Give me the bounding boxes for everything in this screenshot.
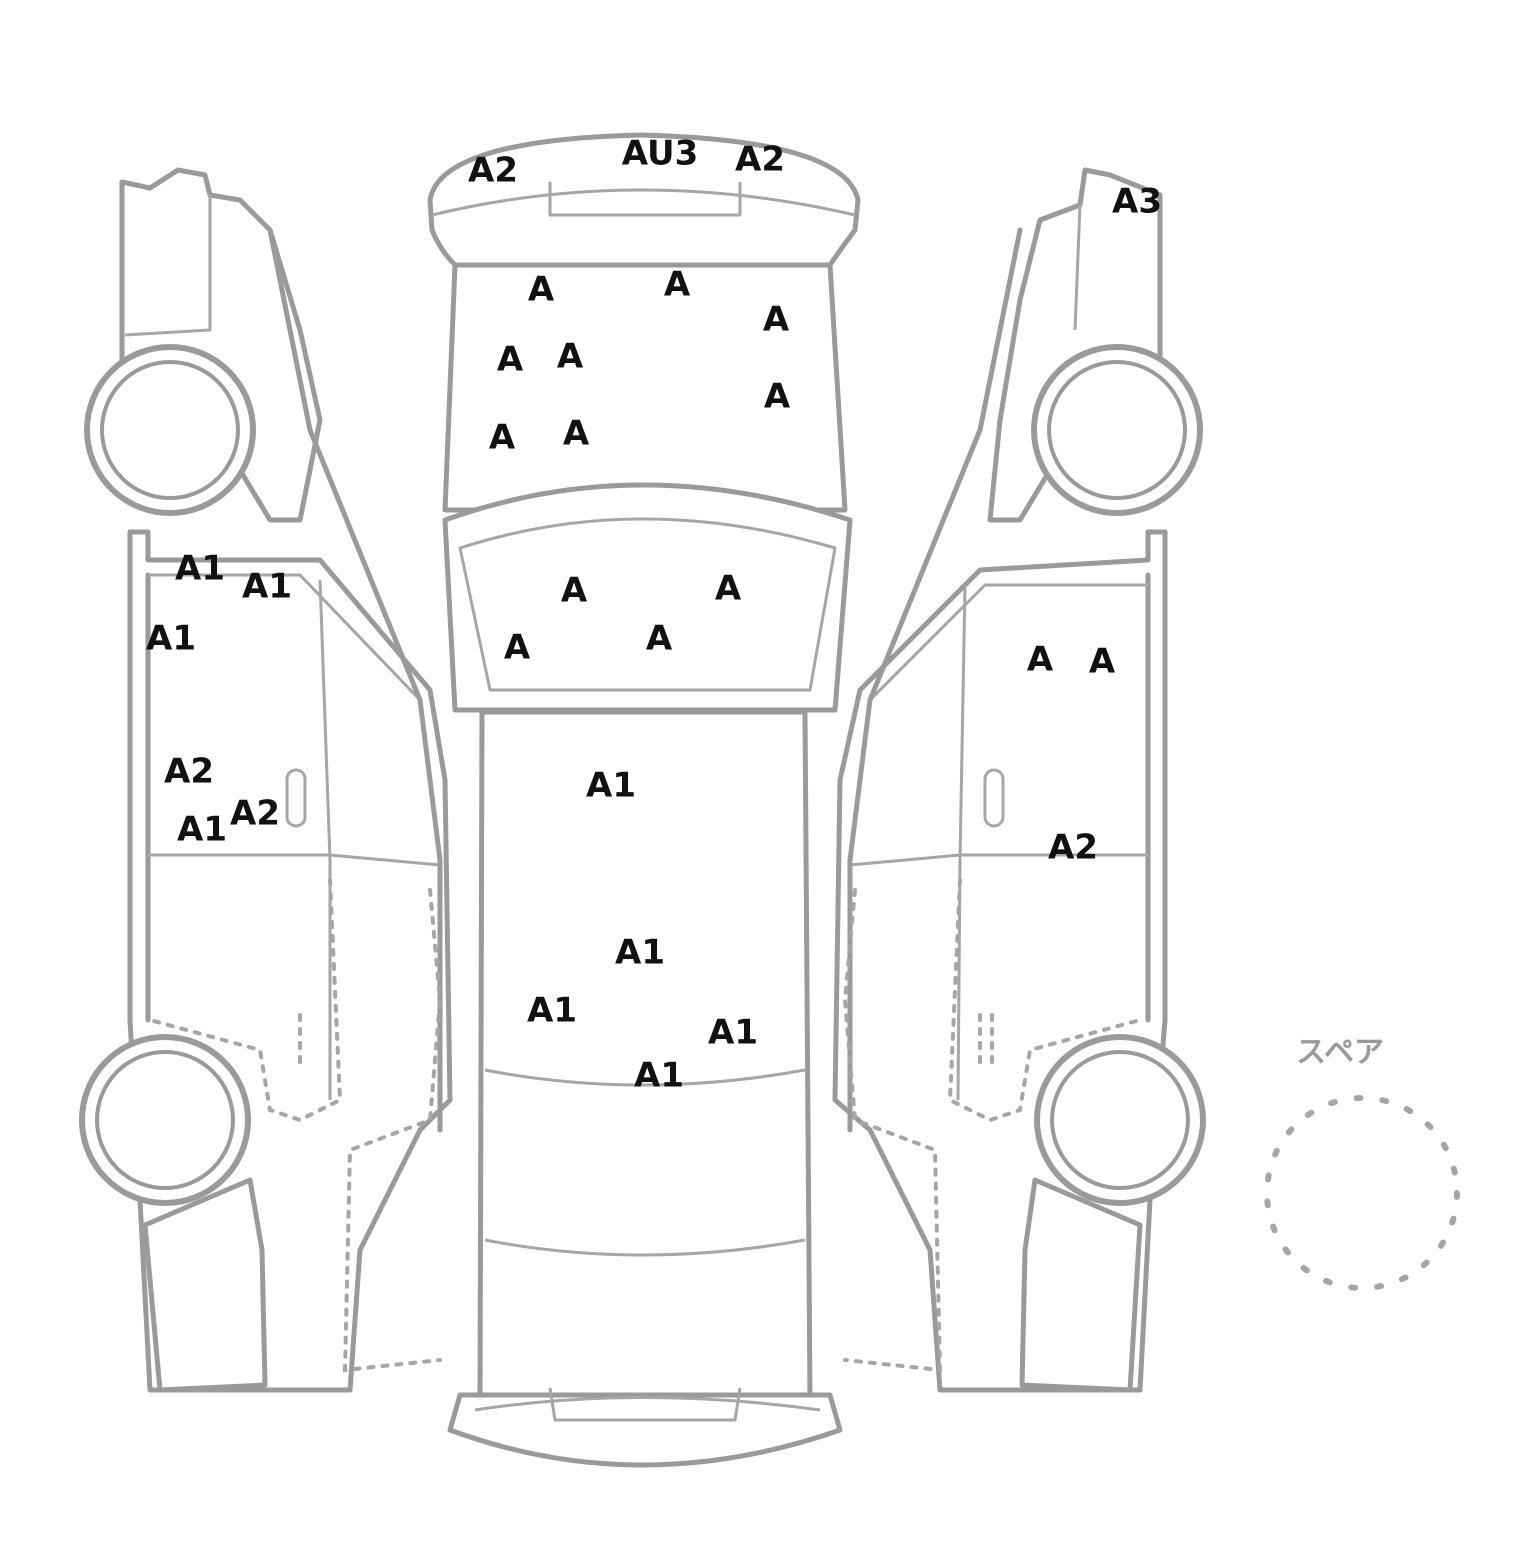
- spare-tire: スペア: [1264, 1035, 1460, 1291]
- damage-mark: A: [763, 300, 790, 340]
- damage-mark: A: [557, 337, 584, 377]
- damage-mark: AU3: [622, 134, 699, 174]
- left-rear-fender: [142, 1177, 268, 1393]
- damage-mark: A1: [708, 1013, 758, 1053]
- damage-mark: A: [561, 571, 588, 611]
- damage-mark: A1: [586, 766, 636, 806]
- damage-mark: A: [664, 265, 691, 305]
- damage-mark: A: [1027, 640, 1054, 680]
- spare-label: スペア: [1296, 1035, 1384, 1070]
- damage-mark: A: [504, 628, 531, 668]
- rear-bumper: [447, 1392, 843, 1468]
- windshield: [442, 482, 853, 713]
- damage-mark: A2: [1048, 828, 1098, 868]
- damage-mark: A: [1089, 642, 1116, 682]
- damage-mark: A1: [175, 549, 225, 589]
- damage-mark: A2: [164, 752, 214, 792]
- damage-mark: A: [497, 340, 524, 380]
- damage-mark: A2: [230, 794, 280, 834]
- spare-tire-circle: [1264, 1095, 1460, 1291]
- top-view: [427, 132, 861, 1468]
- right-side-view: [832, 167, 1206, 1393]
- damage-mark: A: [764, 377, 791, 417]
- damage-mark: A2: [468, 151, 518, 191]
- damage-mark: A1: [177, 810, 227, 850]
- damage-mark: A: [528, 270, 555, 310]
- damage-mark: A1: [527, 991, 577, 1031]
- damage-marks: A2 AU3 A2 A3 A A A A A A A A A1 A1 A1 A …: [146, 134, 1162, 1096]
- damage-mark: A1: [242, 567, 292, 607]
- damage-mark: A2: [735, 140, 785, 180]
- damage-mark: A: [489, 418, 516, 458]
- damage-mark: A1: [146, 619, 196, 659]
- hood: [442, 262, 848, 513]
- damage-mark: A1: [634, 1056, 684, 1096]
- damage-mark: A1: [615, 933, 665, 973]
- damage-mark: A: [715, 569, 742, 609]
- right-rear-fender: [1019, 1177, 1143, 1393]
- damage-mark: A: [563, 414, 590, 454]
- damage-mark: A: [646, 619, 673, 659]
- damage-mark: A3: [1112, 182, 1162, 222]
- left-side-view: [79, 167, 453, 1393]
